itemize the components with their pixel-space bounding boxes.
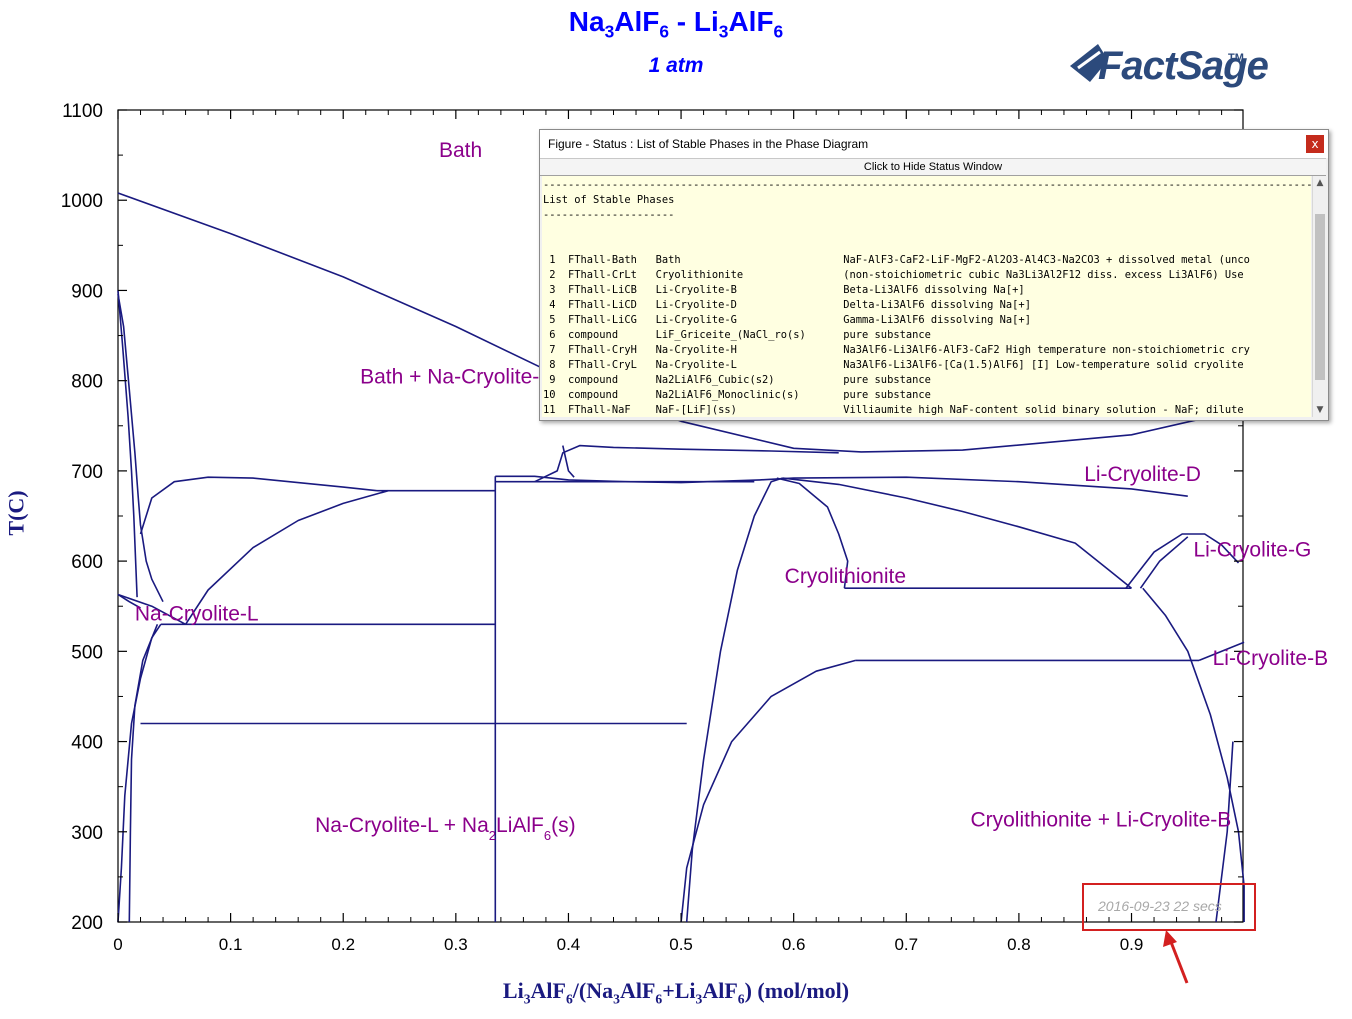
- status-list: ----------------------------------------…: [542, 176, 1311, 417]
- phase-boundary-line: [1198, 641, 1245, 662]
- phase-boundary-line: [782, 477, 1133, 589]
- x-tick-label: 0.2: [331, 935, 355, 954]
- y-tick-label: 1000: [61, 191, 103, 212]
- y-tick-label: 500: [71, 642, 103, 663]
- scroll-thumb[interactable]: [1315, 214, 1325, 380]
- phase-boundary-line: [562, 445, 575, 478]
- hide-status-button[interactable]: Click to Hide Status Window: [540, 158, 1326, 176]
- y-tick-label: 800: [71, 372, 103, 393]
- x-axis-label: Li3AlF6/(Na3AlF6+Li3AlF6) (mol/mol): [502, 978, 850, 1007]
- phase-boundary-line: [534, 444, 839, 483]
- y-tick-label: 900: [71, 281, 103, 302]
- phase-boundary-line: [117, 293, 164, 603]
- y-tick-label: 700: [71, 462, 103, 483]
- status-window-title: Figure - Status : List of Stable Phases …: [548, 137, 869, 151]
- logo-graphic: [1070, 44, 1108, 82]
- y-tick-label: 400: [71, 733, 103, 754]
- phase-boundary-line: [776, 477, 849, 589]
- arrow-head: [1163, 930, 1177, 947]
- scroll-up-icon[interactable]: ▲: [1316, 178, 1324, 188]
- region-label: Li-Cryolite-G: [1193, 539, 1311, 562]
- factsage-logo: FactSage TM: [1068, 38, 1269, 100]
- stable-phases-text: ----------------------------------------…: [543, 179, 1311, 416]
- y-tick-label: 1100: [62, 101, 103, 122]
- region-label: Li-Cryolite-D: [1084, 463, 1201, 486]
- phase-boundary-line: [117, 192, 1211, 453]
- phase-boundary-line: [680, 659, 856, 923]
- x-tick-label: 0.1: [219, 935, 243, 954]
- axis-ticks: 200 300 400 500 600 700 800 900 1000 1100 0 0.1 0.2 0…: [61, 101, 1243, 954]
- status-window[interactable]: Figure - Status : List of Stable Phases …: [539, 129, 1329, 421]
- phase-boundary-line: [117, 593, 186, 626]
- region-label: Cryolithionite: [785, 565, 906, 588]
- phase-boundary-line: [128, 624, 159, 923]
- x-tick-label: 0.5: [669, 935, 693, 954]
- x-tick-label: 0.3: [444, 935, 468, 954]
- status-window-titlebar[interactable]: Figure - Status : List of Stable Phases …: [540, 130, 1328, 158]
- phase-boundary-line: [1139, 536, 1189, 589]
- phase-boundary-line: [495, 475, 1188, 497]
- scroll-down-icon[interactable]: ▼: [1316, 405, 1324, 415]
- x-tick-label: 0.4: [557, 935, 581, 954]
- y-tick-label: 300: [71, 823, 103, 844]
- logo-trademark: TM: [1228, 52, 1244, 64]
- y-axis-label: T(C): [3, 490, 29, 536]
- y-tick-label: 200: [71, 913, 103, 934]
- phase-boundary-line: [685, 477, 783, 923]
- close-icon[interactable]: x: [1306, 135, 1324, 153]
- x-tick-label: 0: [113, 935, 122, 954]
- annotation-arrow: [1163, 930, 1189, 984]
- phase-boundaries: [117, 192, 1245, 923]
- chart-subtitle: 1 atm: [648, 54, 704, 77]
- status-scrollbar[interactable]: ▲ ▼: [1312, 176, 1327, 417]
- phase-boundary-line: [117, 623, 162, 923]
- region-label: Na-Cryolite-L + Na2LiAlF6(s): [315, 814, 576, 843]
- arrow-shaft: [1169, 941, 1189, 984]
- timestamp: 2016-09-23 22 secs: [1098, 898, 1222, 914]
- region-label: Bath: [439, 139, 482, 162]
- y-tick-label: 600: [71, 552, 103, 573]
- x-tick-label: 0.8: [1007, 935, 1031, 954]
- x-tick-label: 0.6: [782, 935, 806, 954]
- x-tick-label: 0.9: [1120, 935, 1144, 954]
- logo-wordmark: FactSage: [1098, 44, 1269, 88]
- region-label: Na-Cryolite-L: [135, 603, 259, 626]
- region-label: Li-Cryolite-B: [1213, 647, 1329, 670]
- region-label: Bath + Na-Cryolite-H: [360, 365, 554, 388]
- annotation-highlight-box: [1082, 883, 1256, 931]
- chart-title: Na3AlF6 - Li3AlF6: [568, 6, 784, 42]
- x-tick-label: 0.7: [894, 935, 918, 954]
- phase-boundary-line: [1215, 741, 1234, 923]
- phase-boundary-line: [1125, 533, 1240, 589]
- phase-boundary-line: [184, 489, 389, 625]
- region-label: Cryolithionite + Li-Cryolite-B: [970, 808, 1231, 831]
- phase-boundary-line: [117, 290, 138, 598]
- phase-boundary-line: [139, 476, 378, 535]
- phase-boundary-line: [117, 593, 141, 609]
- phase-boundary-line: [1142, 587, 1245, 922]
